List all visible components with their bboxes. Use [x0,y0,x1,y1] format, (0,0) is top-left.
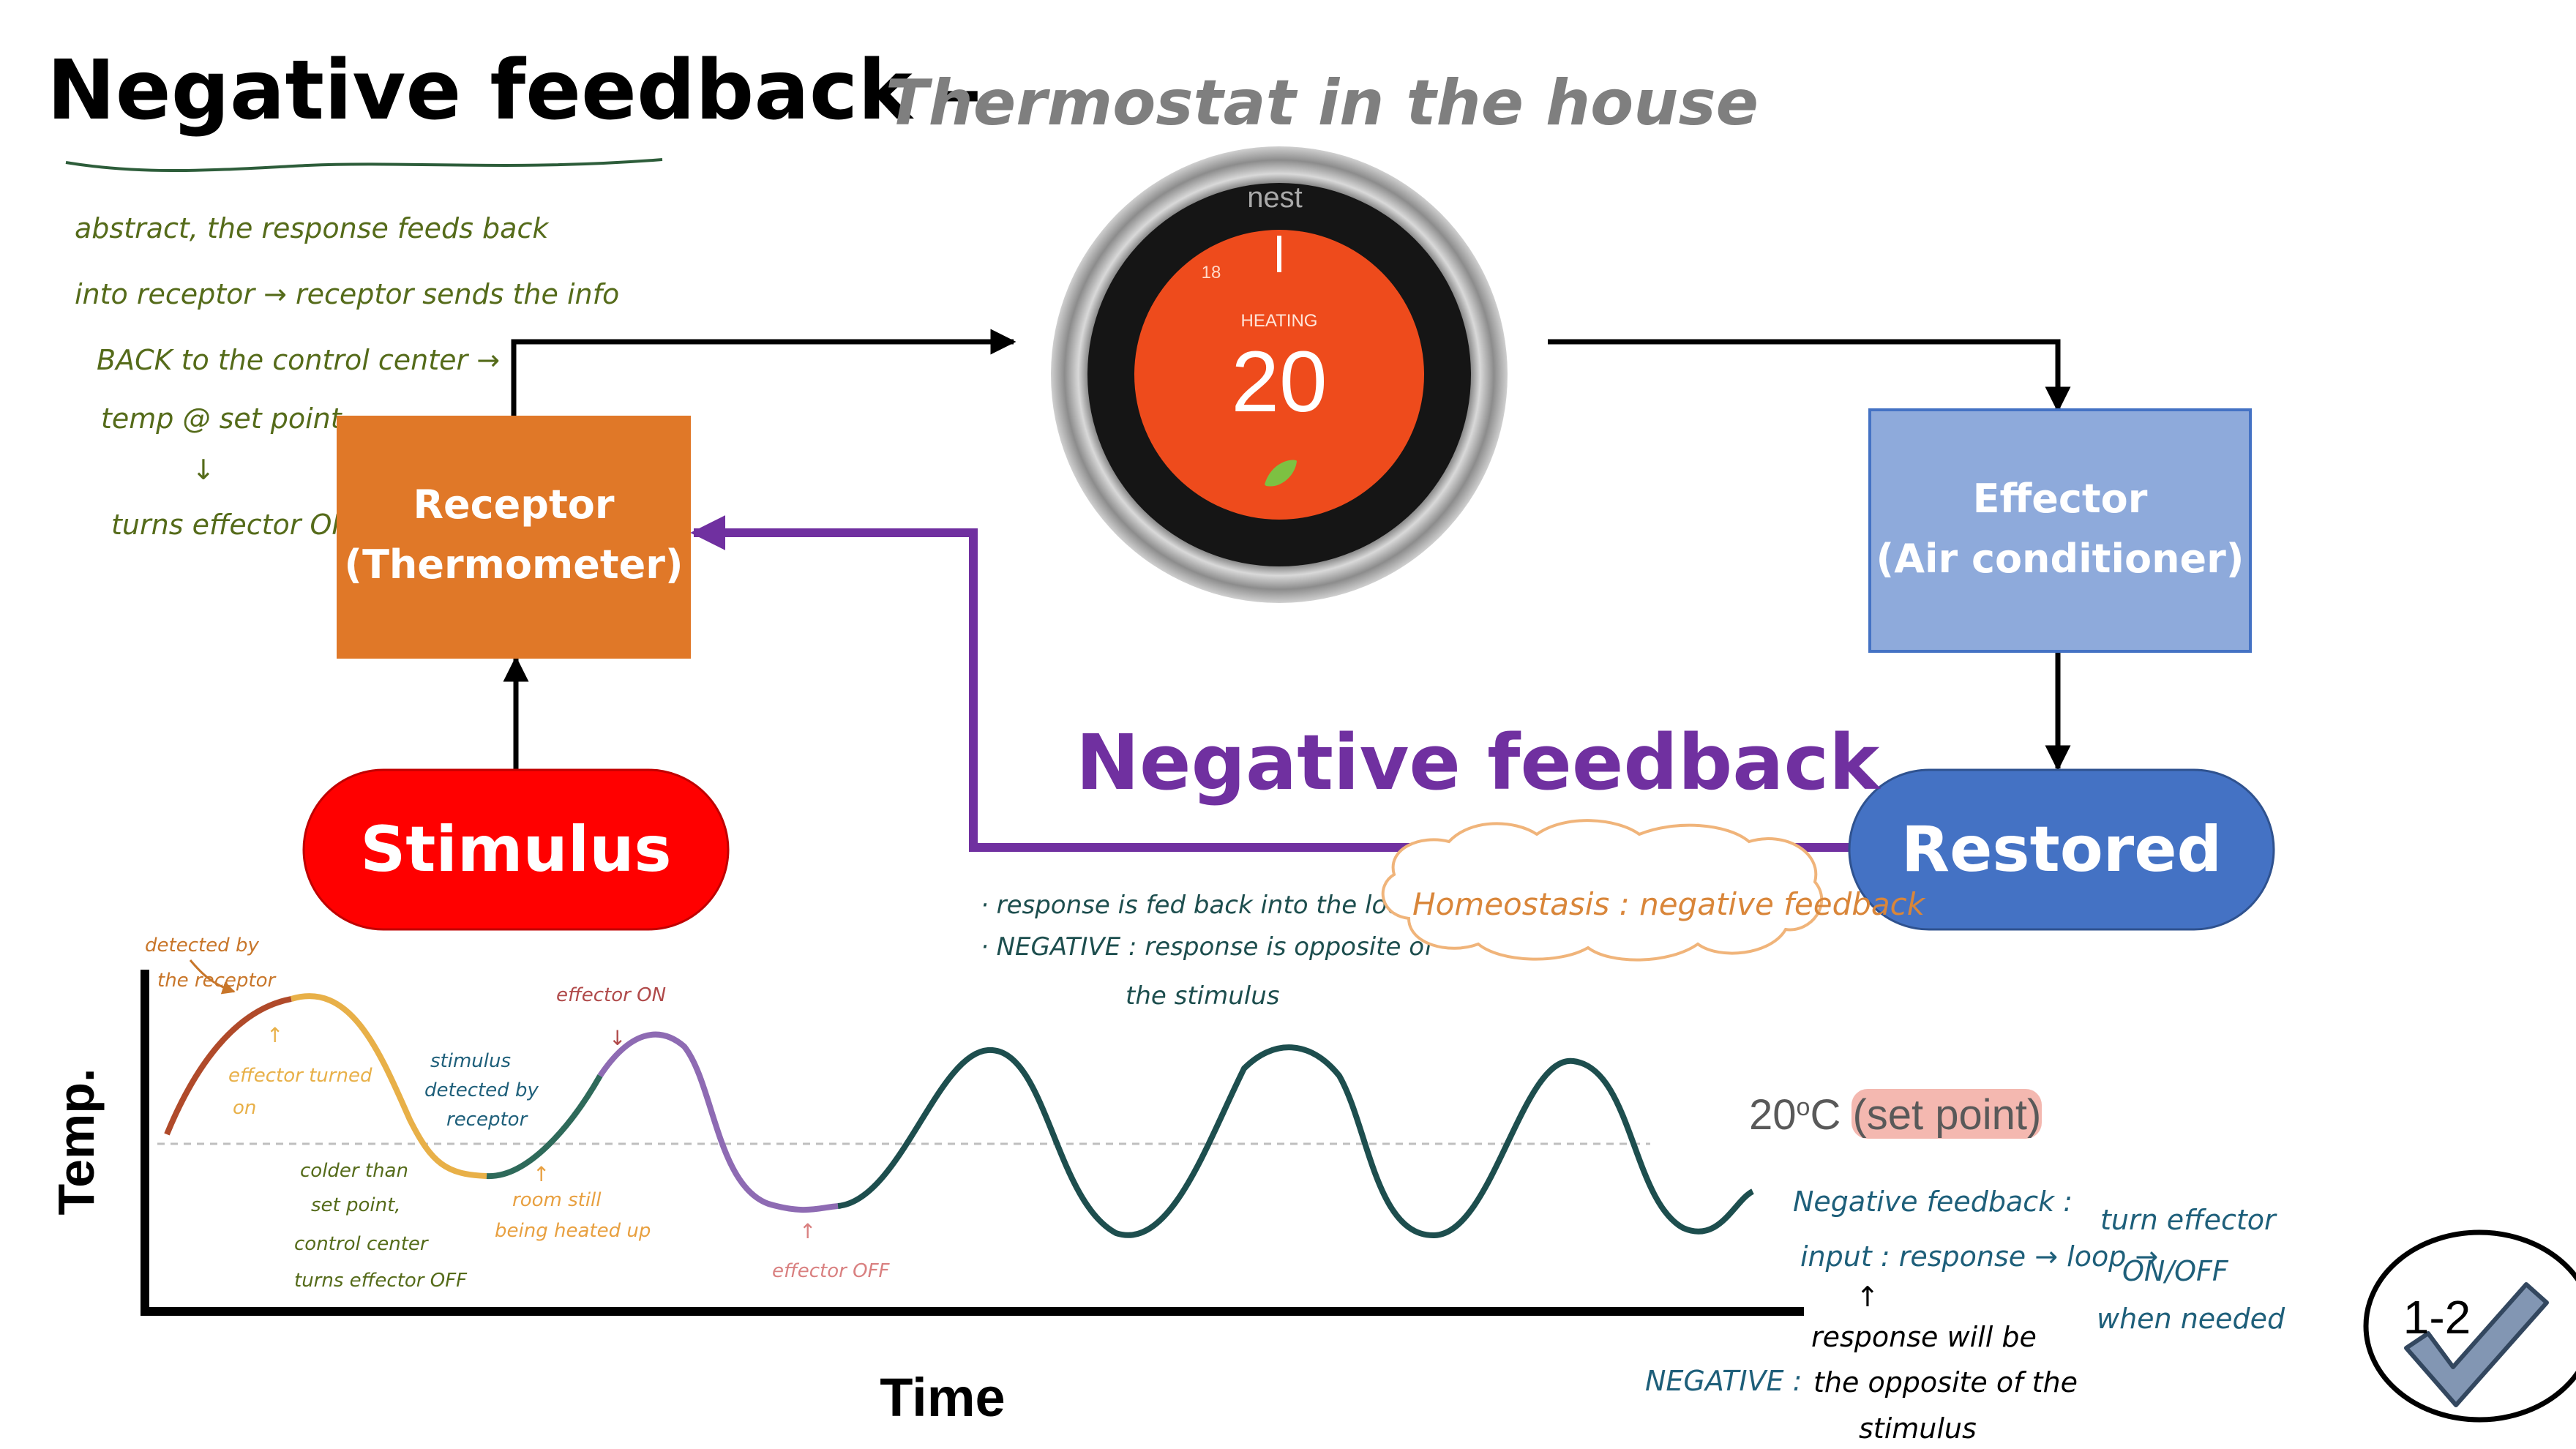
set-point-highlight [1852,1089,2042,1139]
summary-line: Negative feedback : [1793,1186,2073,1218]
homeostasis-note: Homeostasis : negative feedback [1412,886,1926,922]
thermostat-temperature: 20 [1231,334,1327,430]
annotation-up-arrow: ↑ [799,1219,816,1243]
summary-right-line: when needed [2097,1303,2285,1335]
summary-right-line: turn effector [2100,1204,2277,1236]
abstract-note-line: ↓ [192,454,215,486]
receptor-label: Receptor [413,482,614,528]
homeostasis-cloud: Homeostasis : negative feedback [1381,819,1926,962]
receptor-box: Receptor (Thermometer) [337,416,691,659]
annotation-effector-on-2: effector ON [556,984,666,1006]
arrow-receptor-to-thermostat [511,329,1016,416]
annotation-room-still: room still [512,1189,602,1211]
annotation-colder: colder than [300,1160,408,1182]
annotation-stimulus-detected: receptor [446,1109,529,1131]
restored-label: Restored [1901,813,2222,886]
receptor-sublabel: (Thermometer) [344,542,683,588]
badge-label: 1-2 [2403,1291,2471,1344]
summary-line: the opposite of the [1813,1366,2078,1399]
annotation-detected: detected by [145,935,259,956]
thermostat-brand: nest [1247,181,1303,214]
thermostat-mode: HEATING [1241,311,1318,331]
nest-thermostat: nest 18 HEATING 20 [1051,146,1508,603]
x-axis-label: Time [880,1367,1005,1428]
thermostat-display [1134,230,1424,520]
temperature-graph: Temp. Time 20oC (set point) detected by … [48,935,2042,1428]
effector-label: Effector [1973,476,2148,522]
set-point-label: 20oC (set point) [1749,1091,2041,1139]
abstract-note-line: turns effector OFF [111,509,364,541]
annotation-stimulus-detected: detected by [424,1079,539,1101]
summary-line: stimulus [1859,1412,1977,1445]
annotation-effector-on-1: effector turned [228,1065,372,1087]
checkmark-icon [2404,1282,2549,1407]
effector-sublabel: (Air conditioner) [1876,536,2244,582]
annotation-up-arrow: ↑ [266,1023,283,1047]
title-underline [65,158,663,173]
summary-line: ↑ [1856,1281,1879,1313]
curve-segment-rising [164,996,292,1136]
negative-feedback-label: Negative feedback [1076,718,1882,807]
curve-segment-recovering [486,1074,603,1180]
annotation-down-arrow: ↓ [609,1026,626,1050]
restored-node: Restored [1848,768,2275,931]
summary-line: input : response → loop → [1800,1240,2158,1273]
abstract-note-line: abstract, the response feeds back [75,212,550,244]
page-title: Negative feedback – [47,43,982,138]
arrow-thermostat-to-effector [1548,339,2071,413]
abstract-note-line: temp @ set point [101,402,343,435]
curve-segment-oscillation [837,1044,1755,1239]
curve-segment-overshoot [597,1031,839,1213]
curve-segment-falling [290,993,487,1179]
abstract-note-line: BACK to the control center → [97,344,500,376]
summary-notes: Negative feedback : input : response → l… [1645,1186,2285,1445]
loop-note-line: · response is fed back into the loop [981,891,1418,920]
stimulus-node: Stimulus [302,768,730,931]
annotation-colder: turns effector OFF [294,1270,468,1292]
page-subtitle: Thermostat in the house [886,67,1759,140]
effector-box: Effector (Air conditioner) [1868,408,2252,653]
leaf-icon [1265,460,1297,487]
annotation-stimulus-detected: stimulus [430,1050,511,1072]
annotation-effector-on-1: on [233,1097,256,1119]
abstract-notes: abstract, the response feeds back into r… [75,212,619,541]
loop-notes: · response is fed back into the loop · N… [981,891,1437,1011]
progress-badge: 1-2 [2363,1229,2576,1423]
y-axis-label: Temp. [48,1068,105,1216]
annotation-detected: the receptor [157,970,277,992]
annotation-room-still: being heated up [495,1220,651,1242]
annotation-colder: set point, [311,1194,401,1216]
summary-right-line: ON/OFF [2122,1255,2229,1287]
summary-negative: NEGATIVE : [1645,1365,1802,1397]
annotation-effector-off: effector OFF [772,1260,891,1282]
annotation-arrow [189,959,236,995]
abstract-note-line: into receptor → receptor sends the info [75,278,619,310]
loop-note-line: the stimulus [1126,981,1279,1011]
annotation-colder: control center [294,1233,430,1255]
loop-note-line: · NEGATIVE : response is opposite of [981,932,1437,962]
summary-line: response will be [1811,1321,2037,1353]
stimulus-label: Stimulus [360,813,671,886]
thermostat-small-value: 18 [1202,263,1221,282]
annotation-up-arrow: ↑ [533,1162,550,1186]
